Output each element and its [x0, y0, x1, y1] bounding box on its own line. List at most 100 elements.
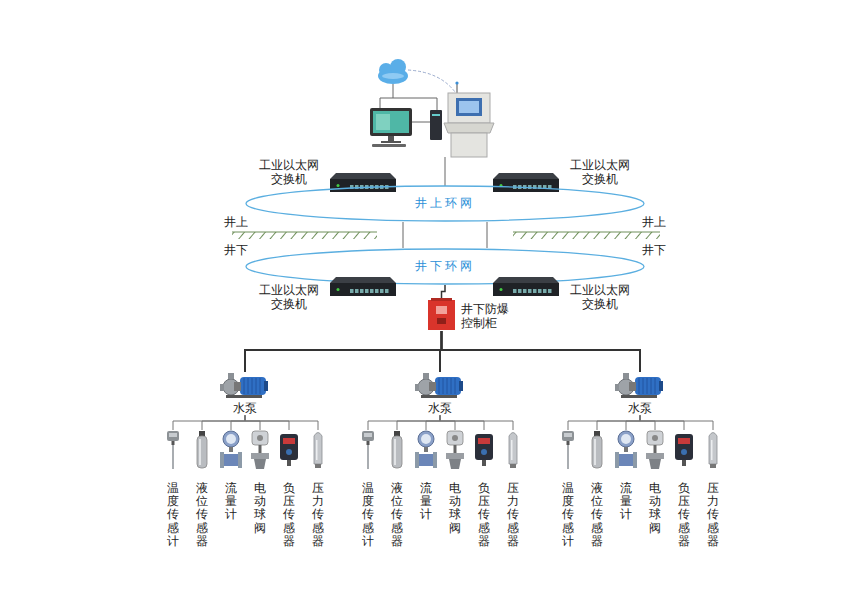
connector: [597, 415, 640, 430]
sensor-icon: [162, 430, 184, 472]
node-label: 温度传感计: [167, 482, 179, 548]
node-label: 井下环网: [413, 259, 477, 273]
cloud-icon: [378, 59, 408, 84]
node-label: 流量计: [420, 482, 432, 522]
node-label: 压力传感器: [707, 482, 719, 548]
node-label: 电动球阀: [449, 482, 461, 535]
connector: [442, 331, 641, 372]
ethernet-switch: 工业以太网 交换机: [330, 277, 396, 297]
connector: [245, 331, 442, 372]
sensor-icon: [191, 430, 213, 472]
sensor: 液位传感器: [586, 430, 608, 548]
sensor: 液位传感器: [386, 430, 408, 548]
sensor-icon: [386, 430, 408, 472]
sensor-icon: [702, 430, 724, 472]
water-pump: 水泵: [615, 372, 665, 415]
connector: [440, 415, 455, 430]
ring-network: 井下环网: [245, 248, 645, 285]
wireless-link: [408, 70, 455, 92]
connector: [487, 222, 488, 248]
connector: [626, 415, 640, 430]
connector: [426, 415, 440, 430]
connector: [202, 415, 245, 430]
connector: [231, 415, 245, 430]
sensor-icon: [502, 430, 524, 472]
sensor-icon: [644, 430, 666, 472]
pump-icon: [415, 372, 465, 400]
connector: [440, 415, 484, 430]
connector: [442, 285, 446, 298]
connector: [245, 415, 318, 430]
node-label: 水泵: [220, 401, 270, 415]
switch-icon: [493, 173, 559, 193]
node-label: 井上环网: [413, 196, 477, 210]
sensor: 流量计: [220, 430, 242, 522]
ground-hatch: [232, 232, 377, 239]
connector: [397, 415, 440, 430]
connector: [245, 415, 289, 430]
sensor-icon: [220, 430, 242, 472]
sensor-icon: [444, 430, 466, 472]
network-wire: [445, 157, 446, 186]
sensor-icon: [307, 430, 329, 472]
connector: [640, 415, 713, 430]
sensor-icon: [357, 430, 379, 472]
sensor-icon: [473, 430, 495, 472]
level-label: 井上: [224, 215, 248, 229]
sensor: 电动球阀: [249, 430, 271, 535]
node-label: 液位传感器: [196, 482, 208, 548]
sensor: 压力传感器: [702, 430, 724, 548]
level-label: 井上: [642, 215, 666, 229]
ethernet-switch: 工业以太网 交换机: [493, 277, 559, 297]
computer-icon: [370, 108, 442, 147]
node-label: 工业以太网 交换机: [567, 158, 633, 187]
sensor-icon: [557, 430, 579, 472]
sensor: 电动球阀: [444, 430, 466, 535]
pump-icon: [220, 372, 270, 400]
connector: [640, 415, 684, 430]
node-label: 流量计: [225, 482, 237, 522]
node-label: 水泵: [615, 401, 665, 415]
node-label: 井下防爆 控制柜: [461, 302, 513, 331]
connector: [568, 415, 640, 430]
connector: [368, 415, 440, 430]
sensor-icon: [586, 430, 608, 472]
sensor: 温度传感计: [162, 430, 184, 548]
ring-network: 井上环网: [245, 185, 645, 222]
connector: [245, 415, 260, 430]
ground-hatch: [513, 232, 660, 239]
ground-line: [513, 232, 660, 233]
network-wire: [380, 84, 437, 110]
switch-icon: [330, 277, 396, 297]
node-label: 水泵: [415, 401, 465, 415]
sensor: 压力传感器: [307, 430, 329, 548]
node-label: 工业以太网 交换机: [256, 158, 322, 187]
sensor-icon: [673, 430, 695, 472]
node-label: 液位传感器: [591, 482, 603, 548]
node-label: 工业以太网 交换机: [567, 283, 633, 312]
sensor: 负压传感器: [278, 430, 300, 548]
sensor: 负压传感器: [473, 430, 495, 548]
sensor-icon: [415, 430, 437, 472]
sensor: 温度传感计: [357, 430, 379, 548]
node-label: 负压传感器: [678, 482, 690, 548]
level-label: 井下: [224, 243, 248, 257]
node-label: 电动球阀: [254, 482, 266, 535]
node-label: 温度传感计: [362, 482, 374, 548]
sensor: 液位传感器: [191, 430, 213, 548]
switch-icon: [493, 277, 559, 297]
connector: [640, 415, 655, 430]
node-label: 负压传感器: [478, 482, 490, 548]
ethernet-switch: 工业以太网 交换机: [493, 173, 559, 193]
switch-icon: [330, 173, 396, 193]
connector: [403, 222, 404, 248]
sensor: 电动球阀: [644, 430, 666, 535]
node-label: 压力传感器: [312, 482, 324, 548]
connector: [173, 415, 245, 430]
explosion-proof-cabinet: 井下防爆 控制柜: [428, 298, 455, 331]
node-label: 电动球阀: [649, 482, 661, 535]
node-label: 压力传感器: [507, 482, 519, 548]
node-label: 负压传感器: [283, 482, 295, 548]
level-label: 井下: [642, 243, 666, 257]
sensor: 压力传感器: [502, 430, 524, 548]
